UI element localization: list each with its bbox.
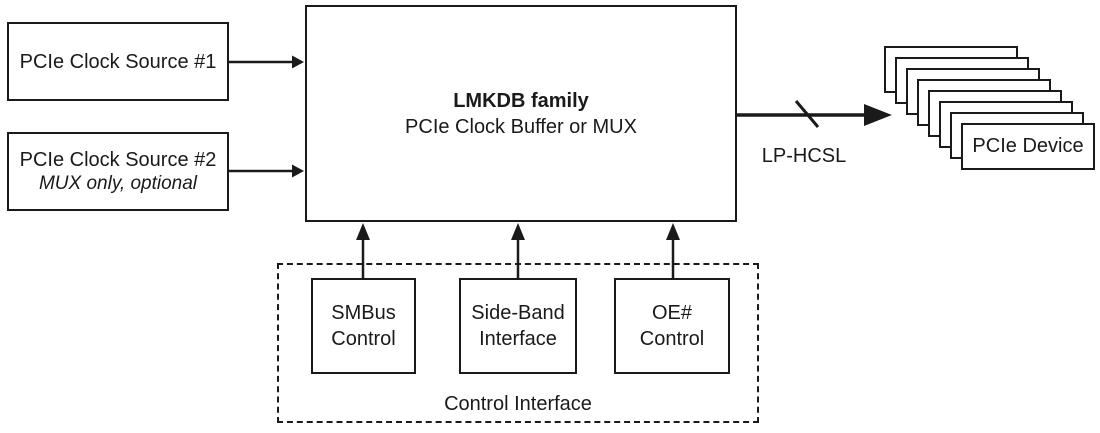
sideband-interface-label-line1: Side-Band bbox=[471, 302, 565, 324]
bus-width-slash bbox=[794, 100, 820, 128]
oe-control-label-line2: Control bbox=[639, 328, 705, 350]
lp-hcsl-label: LP-HCSL bbox=[761, 145, 847, 167]
sideband-interface-label-line2: Interface bbox=[479, 328, 557, 350]
control-interface-label: Control Interface bbox=[444, 393, 592, 415]
smbus-control-label-line2: Control bbox=[331, 328, 396, 350]
pcie-clock-source-2-label: PCIe Clock Source #2 bbox=[19, 148, 217, 171]
oe-control-label-line1: OE# bbox=[651, 302, 693, 324]
control-interface-container: SMBus Control Side-Band Interface OE# Co… bbox=[277, 263, 759, 423]
clock-source-2-arrow bbox=[228, 164, 304, 178]
pcie-clock-source-1-label: PCIe Clock Source #1 bbox=[19, 50, 217, 73]
pcie-device-box: PCIe Device bbox=[961, 123, 1095, 170]
sideband-interface-box: Side-Band Interface bbox=[459, 278, 577, 374]
pcie-clock-source-2-box: PCIe Clock Source #2 MUX only, optional bbox=[7, 132, 229, 211]
oe-control-box: OE# Control bbox=[614, 278, 730, 374]
lmkdb-title: LMKDB family bbox=[453, 89, 589, 112]
lmkdb-subtitle: PCIe Clock Buffer or MUX bbox=[405, 115, 637, 138]
smbus-control-box: SMBus Control bbox=[311, 278, 416, 374]
clock-source-1-arrow bbox=[228, 55, 304, 69]
output-bus-arrow bbox=[737, 100, 892, 128]
pcie-clock-source-1-box: PCIe Clock Source #1 bbox=[7, 22, 229, 101]
lmkdb-buffer-box: LMKDB family PCIe Clock Buffer or MUX bbox=[305, 5, 737, 222]
pcie-device-stack: PCIe Device bbox=[884, 46, 1096, 171]
pcie-clock-source-2-note: MUX only, optional bbox=[38, 172, 198, 194]
smbus-control-label-line1: SMBus bbox=[331, 302, 396, 324]
